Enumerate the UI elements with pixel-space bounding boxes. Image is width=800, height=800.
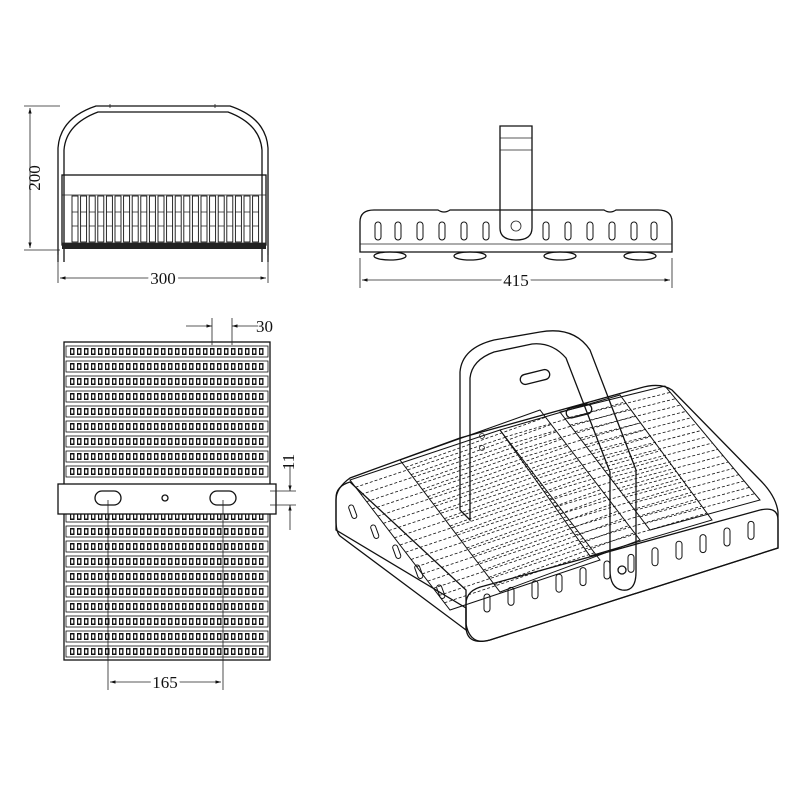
iso-left-frame	[335, 481, 467, 632]
dim-bracket-gap: 11	[279, 454, 298, 470]
dim-front-width: 300	[150, 269, 176, 288]
top-bracket	[57, 483, 277, 515]
front-lens-strip	[62, 243, 266, 249]
dim-front-height: 200	[25, 165, 44, 191]
top-heatsink-grid	[65, 345, 269, 658]
isometric-view	[335, 330, 779, 643]
iso-bracket-slot-top	[519, 368, 551, 386]
iso-heatsink-modules	[349, 385, 761, 611]
top-view: 30 11 165	[57, 317, 298, 695]
iso-bracket-slot-mid	[565, 403, 593, 419]
side-bracket	[499, 125, 533, 241]
front-fins	[71, 195, 260, 243]
side-lenses	[373, 251, 657, 261]
front-bracket	[57, 105, 269, 262]
iso-frame-slots	[348, 504, 755, 613]
side-slots	[374, 221, 658, 241]
dim-slot-width: 30	[256, 317, 273, 336]
front-view: 200 300	[24, 104, 269, 291]
dim-slot-spacing: 165	[152, 673, 178, 692]
dim-side-width: 415	[503, 271, 529, 290]
side-housing	[359, 209, 673, 253]
iso-bracket	[459, 330, 637, 591]
side-view: 415	[359, 125, 673, 293]
iso-front-frame	[465, 508, 779, 643]
